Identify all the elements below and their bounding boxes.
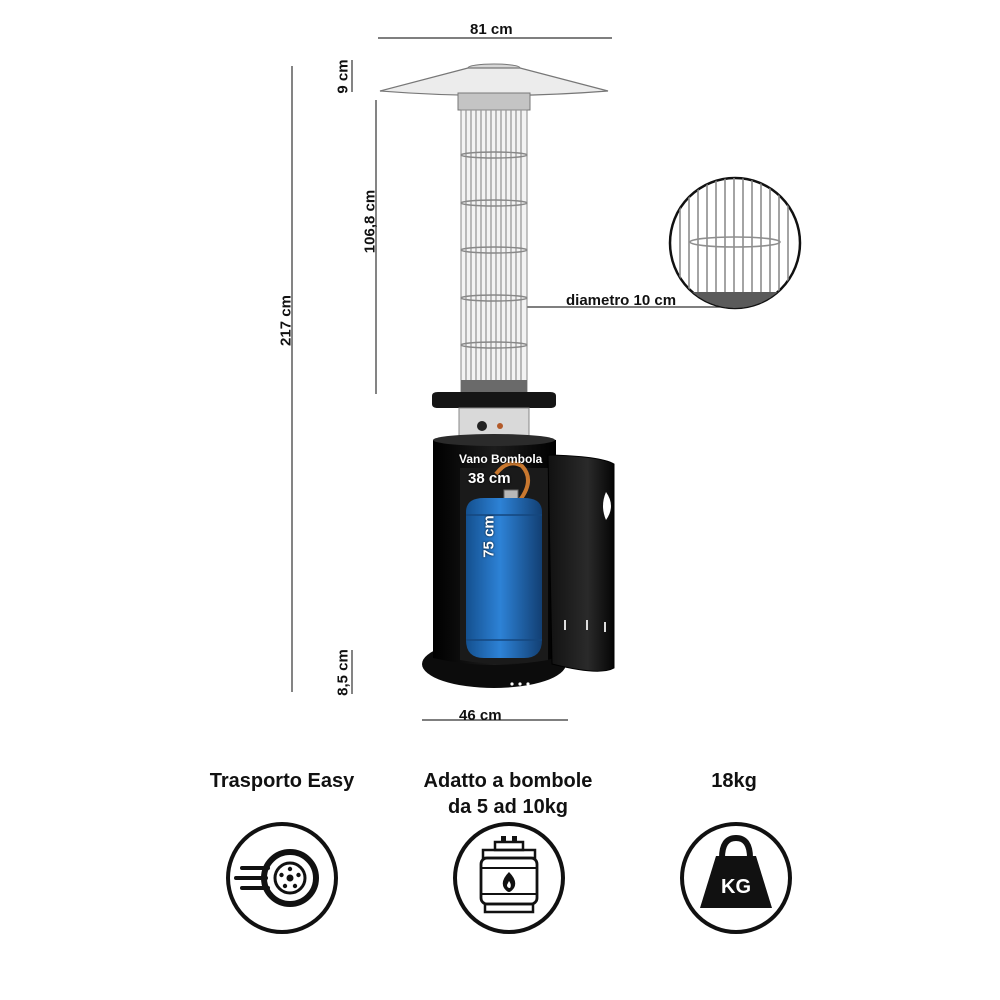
feature-weight-title: 18kg [604, 768, 864, 794]
dimension-lines [291, 37, 730, 721]
grill-zoom-detail [668, 176, 802, 310]
base-width-label: 46 cm [459, 707, 502, 724]
feature-transport-title: Trasporto Easy [152, 768, 412, 794]
feature-title-line1: Adatto a bombole [423, 770, 593, 792]
kg-label: KG [721, 876, 751, 898]
grill-cage [460, 109, 528, 393]
total-height-label: 217 cm [277, 295, 295, 346]
compartment-label: Vano Bombola [459, 452, 543, 466]
reflector-hood [379, 63, 609, 111]
compartment-height-label: 75 cm [480, 515, 498, 558]
cylinder-badge [453, 822, 565, 934]
compartment-width-label: 38 cm [468, 470, 511, 487]
transport-badge [226, 822, 338, 934]
gas-cylinder [466, 461, 542, 658]
top-height-label: 9 cm [334, 59, 352, 94]
compartment-door [547, 454, 615, 672]
grill-height-label: 106,8 cm [361, 189, 379, 254]
feature-title-line2: da 5 ad 10kg [447, 796, 569, 818]
weight-badge [680, 822, 792, 934]
base-height-label: 8,5 cm [334, 649, 352, 696]
top-width-label: 81 cm [470, 21, 513, 38]
burner-neck [458, 407, 530, 439]
grill-diameter-label: diametro 10 cm [566, 292, 677, 309]
feature-title-line1: Trasporto Easy [209, 770, 355, 792]
feature-title-line1: 18kg [711, 770, 757, 792]
feature-cylinder-title: Adatto a bombole da 5 ad 10kg [378, 768, 638, 820]
